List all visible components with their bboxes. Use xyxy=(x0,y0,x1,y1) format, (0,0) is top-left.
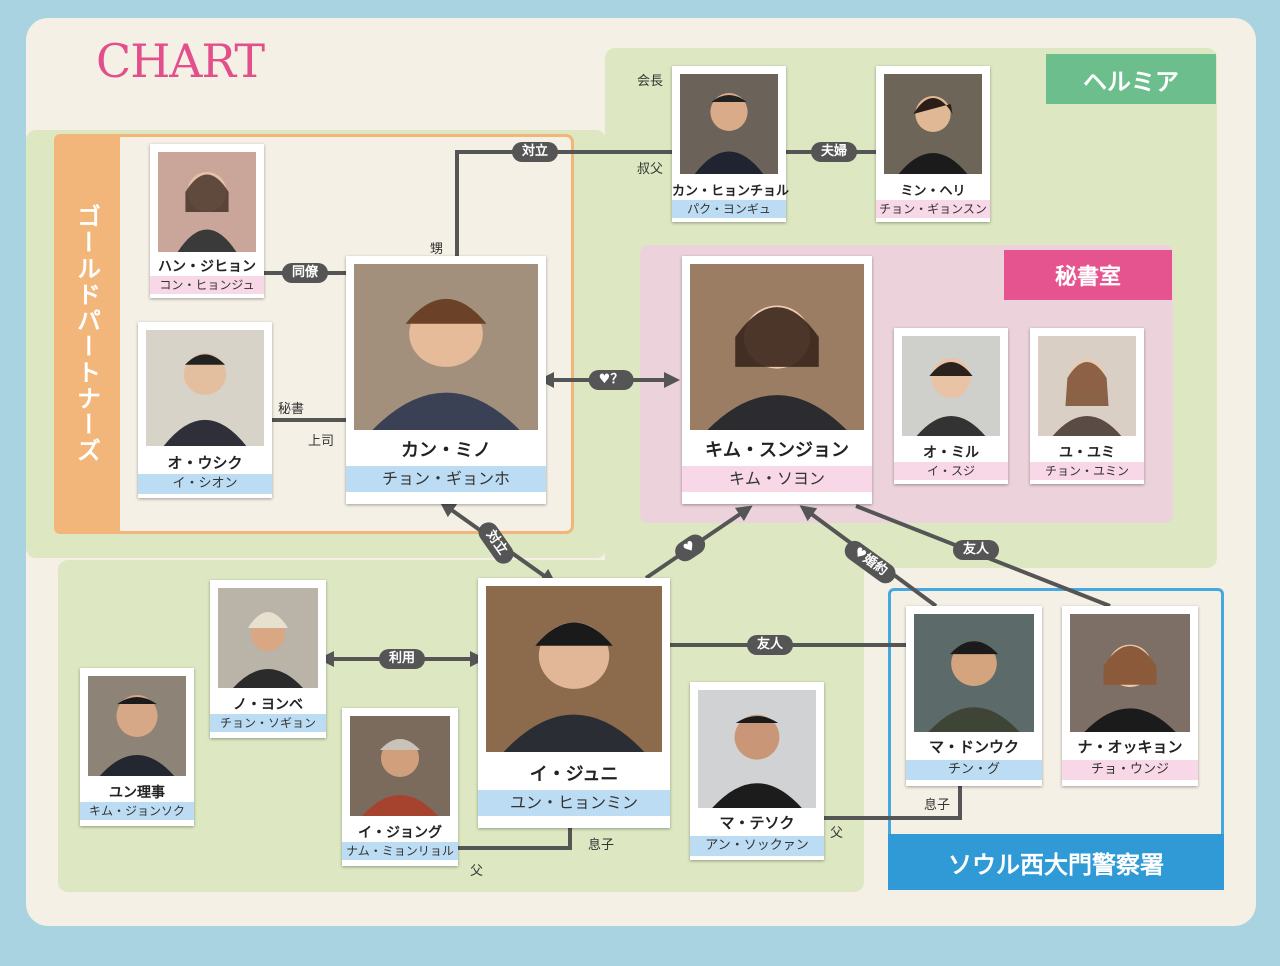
police-tag: ソウル西大門警察署 xyxy=(888,834,1224,890)
rel-use: 利用 xyxy=(378,649,426,669)
name-min: ミン・ヘリ xyxy=(900,184,966,199)
card-min: ミン・ヘリ チョン・ギョンスン xyxy=(876,66,990,222)
card-kang: カン・ミノ チョン・ギョンホ xyxy=(346,256,546,504)
gold-partners-label: ゴールドパートナーズ xyxy=(72,204,101,464)
actor-omil: イ・スジ xyxy=(894,462,1008,480)
name-han: ハン・ジヒョン xyxy=(158,259,256,275)
photo-ijun xyxy=(486,586,662,752)
label-father-1: 父 xyxy=(470,864,484,879)
actor-kim: キム・ソヨン xyxy=(682,466,872,492)
actor-madon: チン・グ xyxy=(906,760,1042,780)
card-madon: マ・ドンウク チン・グ xyxy=(906,606,1042,786)
card-yu: ユ・ユミ チョン・ユミン xyxy=(1030,328,1144,484)
name-na: ナ・オッキョン xyxy=(1077,738,1183,756)
card-ijo: イ・ジョング ナム・ミョンリョル xyxy=(342,708,458,866)
card-yun: ユン理事 キム・ジョンソク xyxy=(80,668,194,826)
photo-yun xyxy=(88,676,186,776)
label-secretary: 秘書 xyxy=(278,402,305,417)
actor-kang: チョン・ギョンホ xyxy=(346,466,546,492)
photo-mateo xyxy=(698,690,816,808)
card-na: ナ・オッキョン チョ・ウンジ xyxy=(1062,606,1198,786)
name-madon: マ・ドンウク xyxy=(928,738,1019,756)
label-uncle: 叔父 xyxy=(637,162,664,177)
name-yun: ユン理事 xyxy=(109,785,165,801)
label-chairman: 会長 xyxy=(637,74,664,89)
rel-colleague: 同僚 xyxy=(281,263,329,283)
name-kang: カン・ミノ xyxy=(401,440,491,461)
gold-partners-tag: ゴールドパートナーズ xyxy=(54,134,120,534)
photo-oh xyxy=(146,330,264,446)
actor-min: チョン・ギョンスン xyxy=(876,200,990,218)
card-ijun: イ・ジュニ ユン・ヒョンミン xyxy=(478,578,670,828)
name-yu: ユ・ユミ xyxy=(1059,445,1115,461)
helmia-tag: ヘルミア xyxy=(1046,54,1216,104)
photo-yu xyxy=(1038,336,1136,436)
actor-ijo: ナム・ミョンリョル xyxy=(342,842,458,860)
name-oh: オ・ウシク xyxy=(167,454,243,472)
actor-hyon: パク・ヨンギュ xyxy=(672,200,786,218)
card-oh: オ・ウシク イ・シオン xyxy=(138,322,272,498)
chart-title: CHART xyxy=(96,34,265,88)
rel-conflict-1: 対立 xyxy=(511,142,559,162)
actor-yu: チョン・ユミン xyxy=(1030,462,1144,480)
actor-na: チョ・ウンジ xyxy=(1062,760,1198,780)
card-no: ノ・ヨンベ チョン・ソギョン xyxy=(210,580,326,738)
name-hyon: カン・ヒョンチョル xyxy=(672,184,790,199)
card-hyon: カン・ヒョンチョル パク・ヨンギュ xyxy=(672,66,790,222)
card-mateo: マ・テソク アン・ソックァン xyxy=(690,682,824,860)
rel-friend-1: 友人 xyxy=(952,540,1000,560)
secretary-tag: 秘書室 xyxy=(1004,250,1172,300)
photo-han xyxy=(158,152,256,252)
label-nephew: 甥 xyxy=(430,242,444,257)
actor-no: チョン・ソギョン xyxy=(210,714,326,732)
name-mateo: マ・テソク xyxy=(719,814,795,832)
photo-madon xyxy=(914,614,1034,732)
photo-na xyxy=(1070,614,1190,732)
name-no: ノ・ヨンベ xyxy=(233,697,303,713)
name-ijo: イ・ジョング xyxy=(358,825,442,841)
photo-ijo xyxy=(350,716,450,816)
label-boss: 上司 xyxy=(308,434,335,449)
photo-omil xyxy=(902,336,1000,436)
rel-love-question: ♥？ xyxy=(588,370,634,390)
name-ijun: イ・ジュニ xyxy=(529,764,619,785)
actor-mateo: アン・ソックァン xyxy=(690,836,824,856)
card-kim: キム・スンジョン キム・ソヨン xyxy=(682,256,872,504)
rel-friend-2: 友人 xyxy=(746,635,794,655)
photo-kim xyxy=(690,264,864,430)
actor-han: コン・ヒョンジュ xyxy=(150,276,264,294)
card-omil: オ・ミル イ・スジ xyxy=(894,328,1008,484)
name-kim: キム・スンジョン xyxy=(705,440,849,461)
photo-kang xyxy=(354,264,538,430)
label-father-2: 父 xyxy=(830,826,844,841)
actor-yun: キム・ジョンソク xyxy=(80,802,194,820)
photo-min xyxy=(884,74,982,174)
photo-hyon xyxy=(680,74,778,174)
label-son-1: 息子 xyxy=(588,838,615,853)
actor-ijun: ユン・ヒョンミン xyxy=(478,790,670,816)
name-omil: オ・ミル xyxy=(923,445,979,461)
actor-oh: イ・シオン xyxy=(138,474,272,494)
rel-married: 夫婦 xyxy=(810,142,858,162)
label-son-2: 息子 xyxy=(924,798,951,813)
photo-no xyxy=(218,588,318,688)
card-han: ハン・ジヒョン コン・ヒョンジュ xyxy=(150,144,264,298)
